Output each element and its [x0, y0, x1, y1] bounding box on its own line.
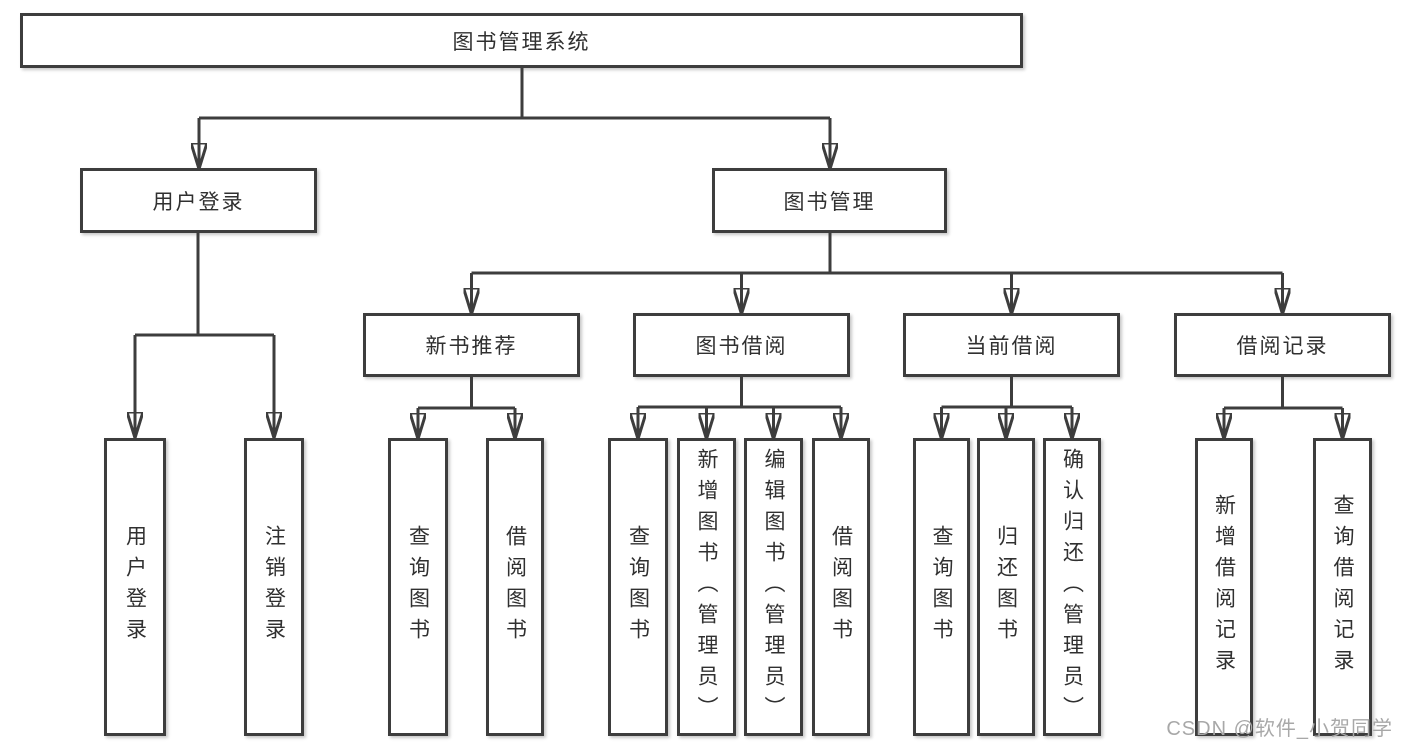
leaf-query-books-recommend: 查询图书 [388, 438, 448, 736]
leaf-label: 新增借阅记录 [1212, 494, 1236, 680]
leaf-label: 用户登录 [123, 525, 147, 649]
leaf-user-login: 用户登录 [104, 438, 166, 736]
leaf-query-books-borrow: 查询图书 [608, 438, 668, 736]
csdn-watermark: CSDN @软件_小贺同学 [1166, 718, 1393, 740]
leaf-add-borrow-record: 新增借阅记录 [1195, 438, 1253, 736]
leaf-query-borrow-record: 查询借阅记录 [1313, 438, 1372, 736]
node-label: 借阅记录 [1236, 335, 1329, 358]
leaf-label: 新增图书（管理员） [695, 447, 718, 727]
node-label: 当前借阅 [965, 335, 1058, 358]
leaf-label: 查询借阅记录 [1331, 494, 1354, 680]
node-current-borrow: 当前借阅 [903, 313, 1120, 377]
leaf-return-book: 归还图书 [977, 438, 1035, 736]
node-user-login: 用户登录 [80, 168, 317, 233]
node-book-borrow: 图书借阅 [633, 313, 850, 377]
node-library-management-system: 图书管理系统 [20, 13, 1023, 68]
leaf-borrow-books-recommend: 借阅图书 [486, 438, 544, 736]
leaf-borrow-book: 借阅图书 [812, 438, 870, 736]
leaf-label: 借阅图书 [829, 525, 853, 649]
node-book-management: 图书管理 [712, 168, 947, 233]
node-label: 用户登录 [152, 190, 245, 214]
leaf-logout: 注销登录 [244, 438, 304, 736]
leaf-label: 查询图书 [930, 525, 953, 649]
leaf-add-book-admin: 新增图书（管理员） [677, 438, 736, 736]
leaf-label: 注销登录 [262, 525, 286, 649]
leaf-label: 归还图书 [994, 525, 1018, 649]
leaf-label: 查询图书 [406, 525, 430, 649]
node-label: 新书推荐 [425, 335, 518, 358]
leaf-label: 确认归还（管理员） [1060, 447, 1084, 727]
leaf-label: 借阅图书 [503, 525, 527, 649]
leaf-label: 查询图书 [626, 525, 650, 649]
leaf-edit-book-admin: 编辑图书（管理员） [744, 438, 803, 736]
node-label: 图书管理系统 [452, 30, 591, 54]
node-label: 图书借阅 [695, 335, 788, 358]
node-new-book-recommend: 新书推荐 [363, 313, 580, 377]
node-borrow-record: 借阅记录 [1174, 313, 1391, 377]
leaf-confirm-return-admin: 确认归还（管理员） [1043, 438, 1101, 736]
leaf-label: 编辑图书（管理员） [762, 447, 785, 727]
leaf-query-books-current: 查询图书 [913, 438, 970, 736]
node-label: 图书管理 [783, 190, 876, 214]
